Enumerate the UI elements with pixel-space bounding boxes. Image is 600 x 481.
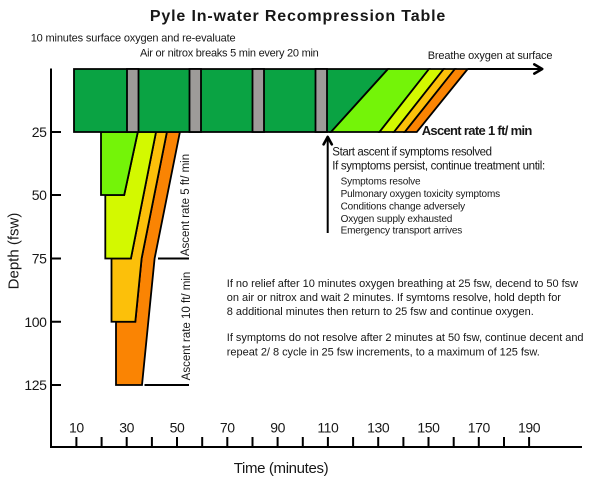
- svg-text:If no relief after 10 minutes: If no relief after 10 minutes oxygen bre…: [227, 278, 578, 290]
- svg-text:10 minutes surface oxygen and: 10 minutes surface oxygen and re-evaluat…: [31, 33, 236, 45]
- svg-text:25: 25: [32, 124, 47, 140]
- svg-text:150: 150: [417, 420, 440, 436]
- svg-text:Emergency transport arrives: Emergency transport arrives: [341, 226, 463, 237]
- svg-text:30: 30: [119, 420, 134, 436]
- svg-text:If symptoms do not resolve aft: If symptoms do not resolve after 2 minut…: [227, 332, 584, 344]
- svg-text:Depth (fsw): Depth (fsw): [5, 213, 22, 290]
- svg-text:Breathe oxygen at surface: Breathe oxygen at surface: [428, 50, 553, 62]
- svg-text:on air or nitrox and wait 2 mi: on air or nitrox and wait 2 minutes. If …: [227, 292, 561, 304]
- svg-text:90: 90: [270, 420, 285, 436]
- svg-text:Air or nitrox breaks 5 min eve: Air or nitrox breaks 5 min every 20 min: [140, 48, 319, 60]
- svg-text:If symptoms persist, continue: If symptoms persist, continue treatment …: [332, 161, 545, 173]
- svg-text:10: 10: [69, 420, 84, 436]
- svg-text:Pulmonary oxygen toxicity symp: Pulmonary oxygen toxicity symptoms: [341, 189, 501, 200]
- svg-text:Start ascent if symptoms resol: Start ascent if symptoms resolved: [332, 147, 491, 159]
- svg-text:Pyle In-water Recompression Ta: Pyle In-water Recompression Table: [150, 8, 446, 25]
- svg-text:Symptoms resolve: Symptoms resolve: [341, 176, 421, 187]
- svg-text:70: 70: [220, 420, 235, 436]
- svg-text:Time (minutes): Time (minutes): [234, 460, 329, 477]
- svg-text:125: 125: [24, 377, 47, 393]
- svg-text:Oxygen supply exhausted: Oxygen supply exhausted: [341, 214, 453, 225]
- svg-text:75: 75: [32, 251, 47, 267]
- svg-text:130: 130: [367, 420, 390, 436]
- svg-text:8 additional minutes then retu: 8 additional minutes then return to 25 f…: [227, 306, 534, 318]
- svg-text:170: 170: [468, 420, 491, 436]
- svg-text:Ascent rate 1 ft/ min: Ascent rate 1 ft/ min: [422, 123, 533, 138]
- svg-text:100: 100: [24, 314, 47, 330]
- svg-text:Ascent rate 5 ft/ min: Ascent rate 5 ft/ min: [180, 154, 192, 256]
- svg-text:50: 50: [170, 420, 185, 436]
- svg-text:Conditions change adversely: Conditions change adversely: [341, 201, 466, 212]
- svg-text:50: 50: [32, 187, 47, 203]
- svg-text:repeat 2/ 8 cycle in 25 fsw in: repeat 2/ 8 cycle in 25 fsw increments, …: [227, 347, 540, 359]
- svg-text:110: 110: [317, 420, 339, 436]
- svg-text:Ascent rate 10 ft/ min: Ascent rate 10 ft/ min: [181, 272, 193, 381]
- svg-text:190: 190: [518, 420, 541, 436]
